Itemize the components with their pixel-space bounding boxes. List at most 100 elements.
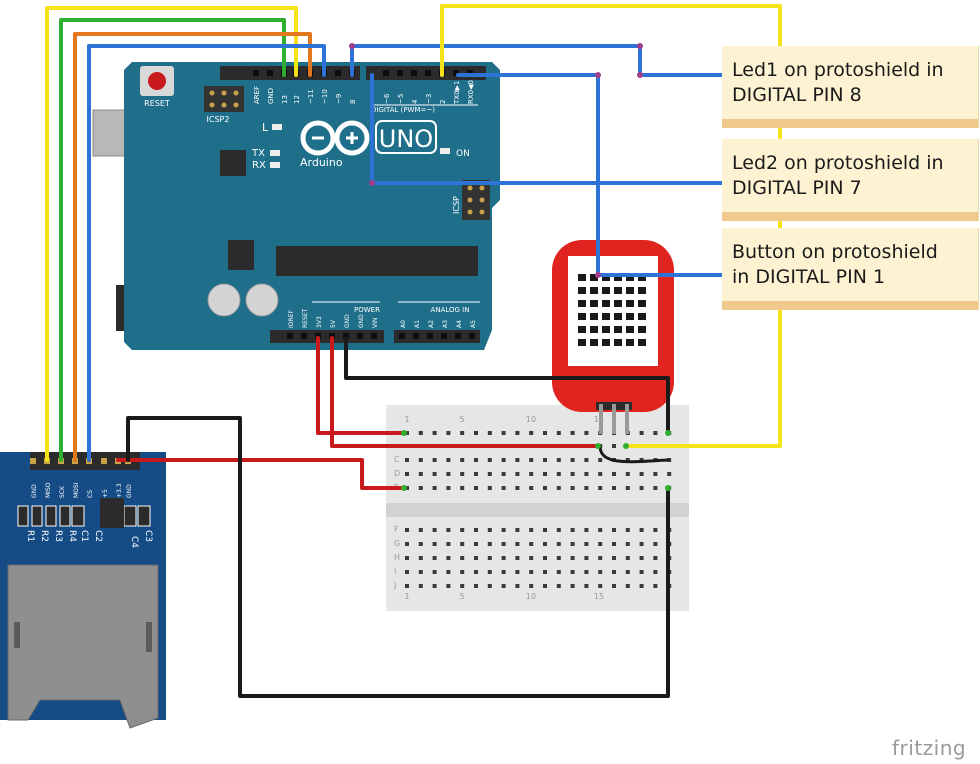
bb-col-10: 10 (526, 415, 536, 424)
power-header (270, 330, 384, 343)
breadboard: 1 5 10 15 1 5 10 15 C D E F G H I J (386, 405, 689, 611)
wire-dht-gnd-black (598, 444, 670, 464)
wires (45, 4, 782, 698)
fritzing-brand: fritzing (892, 736, 967, 760)
sd-part-label: C1 (79, 530, 89, 542)
sd-pin-label: GND (31, 484, 38, 498)
wire-miso-yellow (45, 6, 298, 462)
icsp2-label: ICSP2 (207, 115, 230, 124)
led-l-label: L (262, 121, 269, 134)
wire-sd-gnd-black (126, 416, 670, 698)
note-button: Button on protoshield in DIGITAL PIN 1 (722, 228, 979, 310)
top-pin-label: ~10 (321, 89, 329, 104)
dht-sensor (552, 240, 674, 434)
bb-col-10-bottom: 10 (526, 592, 536, 601)
top-pin-label: 4 (411, 99, 419, 104)
power-label: POWER (354, 306, 380, 314)
top-pin-label: ~5 (397, 94, 405, 104)
bb-col-15-bottom: 15 (594, 592, 604, 601)
bb-col-5-bottom: 5 (459, 592, 464, 601)
bb-row-f: F (394, 525, 399, 534)
top-pin-label: GND (267, 88, 275, 104)
sd-pin-label: +3.3 (116, 483, 123, 498)
note-button-line1: Button on protoshield (732, 241, 938, 263)
bb-col-5: 5 (459, 415, 464, 424)
analog-label: ANALOG IN (431, 306, 470, 314)
bb-row-g: G (394, 539, 400, 548)
sd-part-label: C3 (143, 530, 153, 542)
note-led1-line1: Led1 on protoshield in (732, 59, 944, 81)
top-pin-label: AREF (253, 86, 261, 104)
wire-5v-red (330, 336, 600, 448)
note-led2-line2: DIGITAL PIN 7 (732, 177, 862, 199)
bb-col-1: 1 (404, 415, 409, 424)
reset-label: RESET (144, 99, 170, 108)
analog-pin-label: A0 (400, 320, 407, 328)
wire-dht-data-yellow (440, 4, 782, 448)
wire-button-blue (456, 73, 724, 277)
note-led1: Led1 on protoshield in DIGITAL PIN 8 (722, 46, 979, 128)
analog-pin-label: A5 (470, 320, 477, 328)
note-led2: Led2 on protoshield in DIGITAL PIN 7 (722, 139, 979, 221)
analog-pin-label: A3 (442, 320, 449, 328)
top-pin-label: ~9 (335, 94, 343, 104)
top-pin-label: 12 (293, 95, 301, 104)
sensor-grille (578, 274, 646, 346)
bb-col-1-bottom: 1 (404, 592, 409, 601)
wire-3v3-red (316, 336, 406, 435)
sd-card-slot (7, 564, 159, 729)
top-pin-label: 13 (281, 95, 289, 104)
sd-pin-label: MISO (45, 482, 52, 498)
top-pin-label: 2 (439, 100, 447, 104)
analog-pin-label: A4 (456, 320, 463, 328)
wire-cs-blue (87, 44, 326, 462)
breadboard-column-numbers-bottom: 1 5 10 15 (404, 592, 604, 601)
top-pin-label: 8 (349, 100, 357, 104)
board-brand: Arduino (300, 156, 343, 169)
note-led1-line2: DIGITAL PIN 8 (732, 84, 862, 106)
bb-row-d: D (394, 469, 400, 478)
wire-mosi-orange (73, 32, 312, 462)
reset-button-cap (148, 72, 166, 90)
digital-label: DIGITAL (PWM=~) (371, 106, 435, 114)
analog-pin-label: A1 (414, 320, 421, 328)
wire-gnd-black (344, 336, 670, 435)
sd-part-label: R1 (25, 530, 35, 542)
power-pin-label: 3V3 (316, 316, 323, 328)
sd-pin-label: GND (126, 484, 133, 498)
sd-part-label: C4 (129, 536, 139, 548)
sd-pin-label: CS (87, 490, 94, 498)
board-model: UNO (379, 125, 433, 153)
power-pin-label: RESET (302, 308, 309, 328)
sensor-housing (568, 256, 658, 366)
power-pin-label: IOREF (288, 310, 295, 328)
led-on-label: ON (456, 149, 470, 159)
sd-part-label: R4 (67, 530, 77, 542)
bb-row-i: I (394, 567, 396, 576)
power-pin-label: VIN (372, 318, 379, 328)
power-pin-label: GND (344, 314, 351, 328)
note-led2-line1: Led2 on protoshield in (732, 152, 944, 174)
sd-part-label: R3 (53, 530, 63, 542)
arduino-pcb (124, 62, 500, 350)
top-pin-label: RX0◀0 (467, 80, 475, 104)
usb-chip (220, 150, 246, 176)
icsp-label: ICSP (452, 196, 461, 214)
sd-part-label: C2 (93, 530, 103, 542)
analog-pin-label: A2 (428, 320, 435, 328)
top-pin-label: ~11 (307, 89, 315, 104)
top-pin-label: ~6 (383, 93, 391, 104)
sd-pin-label: SCK (59, 485, 66, 498)
bb-row-h: H (394, 553, 400, 562)
note-button-line2: in DIGITAL PIN 1 (732, 266, 886, 288)
led-rx-label: RX (252, 160, 266, 171)
analog-header (394, 330, 480, 343)
atmega-chip (276, 246, 478, 276)
arduino-logo-icon (300, 120, 370, 156)
sd-part-label: R2 (39, 530, 49, 542)
bb-row-j: J (393, 581, 396, 590)
